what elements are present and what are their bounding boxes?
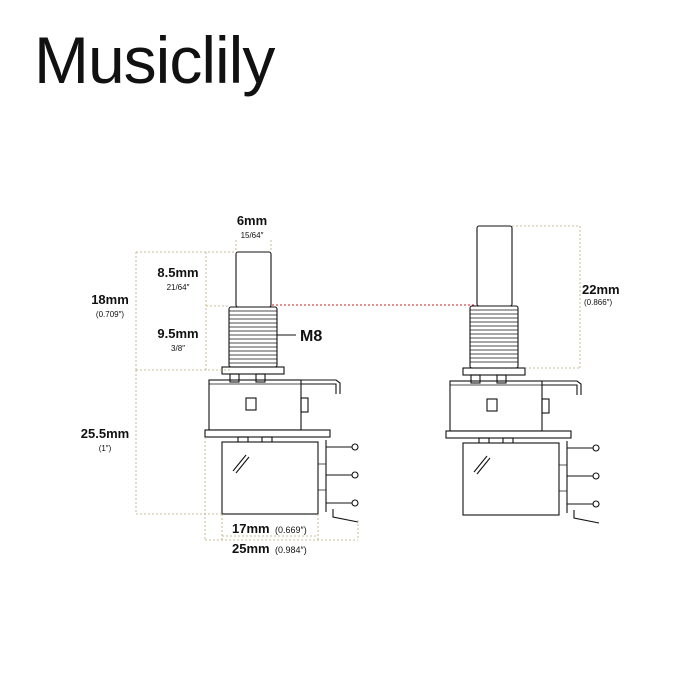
- left-lower-body: [221, 441, 326, 515]
- svg-text:18mm: 18mm: [91, 292, 129, 307]
- right-terminals: [566, 441, 600, 524]
- label-thread-length: 9.5mm 3/8″: [157, 326, 198, 353]
- svg-text:9.5mm: 9.5mm: [157, 326, 198, 341]
- left-bushing: [228, 306, 278, 368]
- svg-text:(0.669″): (0.669″): [275, 525, 307, 535]
- left-terminals: [325, 440, 359, 523]
- svg-text:15/64″: 15/64″: [241, 231, 264, 240]
- label-shaft-length: 8.5mm 21/64″: [157, 265, 198, 292]
- brand-logo: Musiclily: [34, 23, 275, 97]
- svg-text:25mm: 25mm: [232, 541, 270, 556]
- svg-text:6mm: 6mm: [237, 213, 267, 228]
- left-shaft: [235, 251, 272, 308]
- svg-text:(1″): (1″): [99, 444, 112, 453]
- left-nut: [221, 366, 285, 375]
- svg-text:(0.984″): (0.984″): [275, 545, 307, 555]
- svg-text:21/64″: 21/64″: [167, 283, 190, 292]
- right-shaft: [476, 225, 513, 307]
- left-upper-housing: [208, 373, 341, 431]
- svg-text:17mm: 17mm: [232, 521, 270, 536]
- svg-text:(0.866″): (0.866″): [584, 298, 613, 307]
- left-potentiometer: [204, 251, 359, 523]
- label-total-shaft: 18mm (0.709″): [91, 292, 129, 319]
- label-pushed-length: 22mm (0.866″): [582, 282, 620, 307]
- svg-text:3/8″: 3/8″: [171, 344, 185, 353]
- label-body-width-17: 17mm (0.669″): [232, 521, 307, 536]
- right-plate: [445, 430, 572, 439]
- left-plate: [204, 429, 331, 438]
- right-lower-body: [462, 442, 567, 516]
- svg-text:22mm: 22mm: [582, 282, 620, 297]
- dimension-lines: [135, 225, 581, 541]
- svg-text:25.5mm: 25.5mm: [81, 426, 129, 441]
- right-potentiometer: [445, 225, 600, 524]
- label-body-height: 25.5mm (1″): [81, 426, 129, 453]
- right-upper-housing: [449, 374, 582, 432]
- label-thread-size: M8: [300, 328, 322, 345]
- right-nut: [462, 367, 526, 376]
- label-body-width-25: 25mm (0.984″): [232, 541, 307, 556]
- svg-text:8.5mm: 8.5mm: [157, 265, 198, 280]
- label-shaft-diameter: 6mm 15/64″: [237, 213, 267, 240]
- right-bushing: [469, 305, 519, 369]
- svg-text:(0.709″): (0.709″): [96, 310, 125, 319]
